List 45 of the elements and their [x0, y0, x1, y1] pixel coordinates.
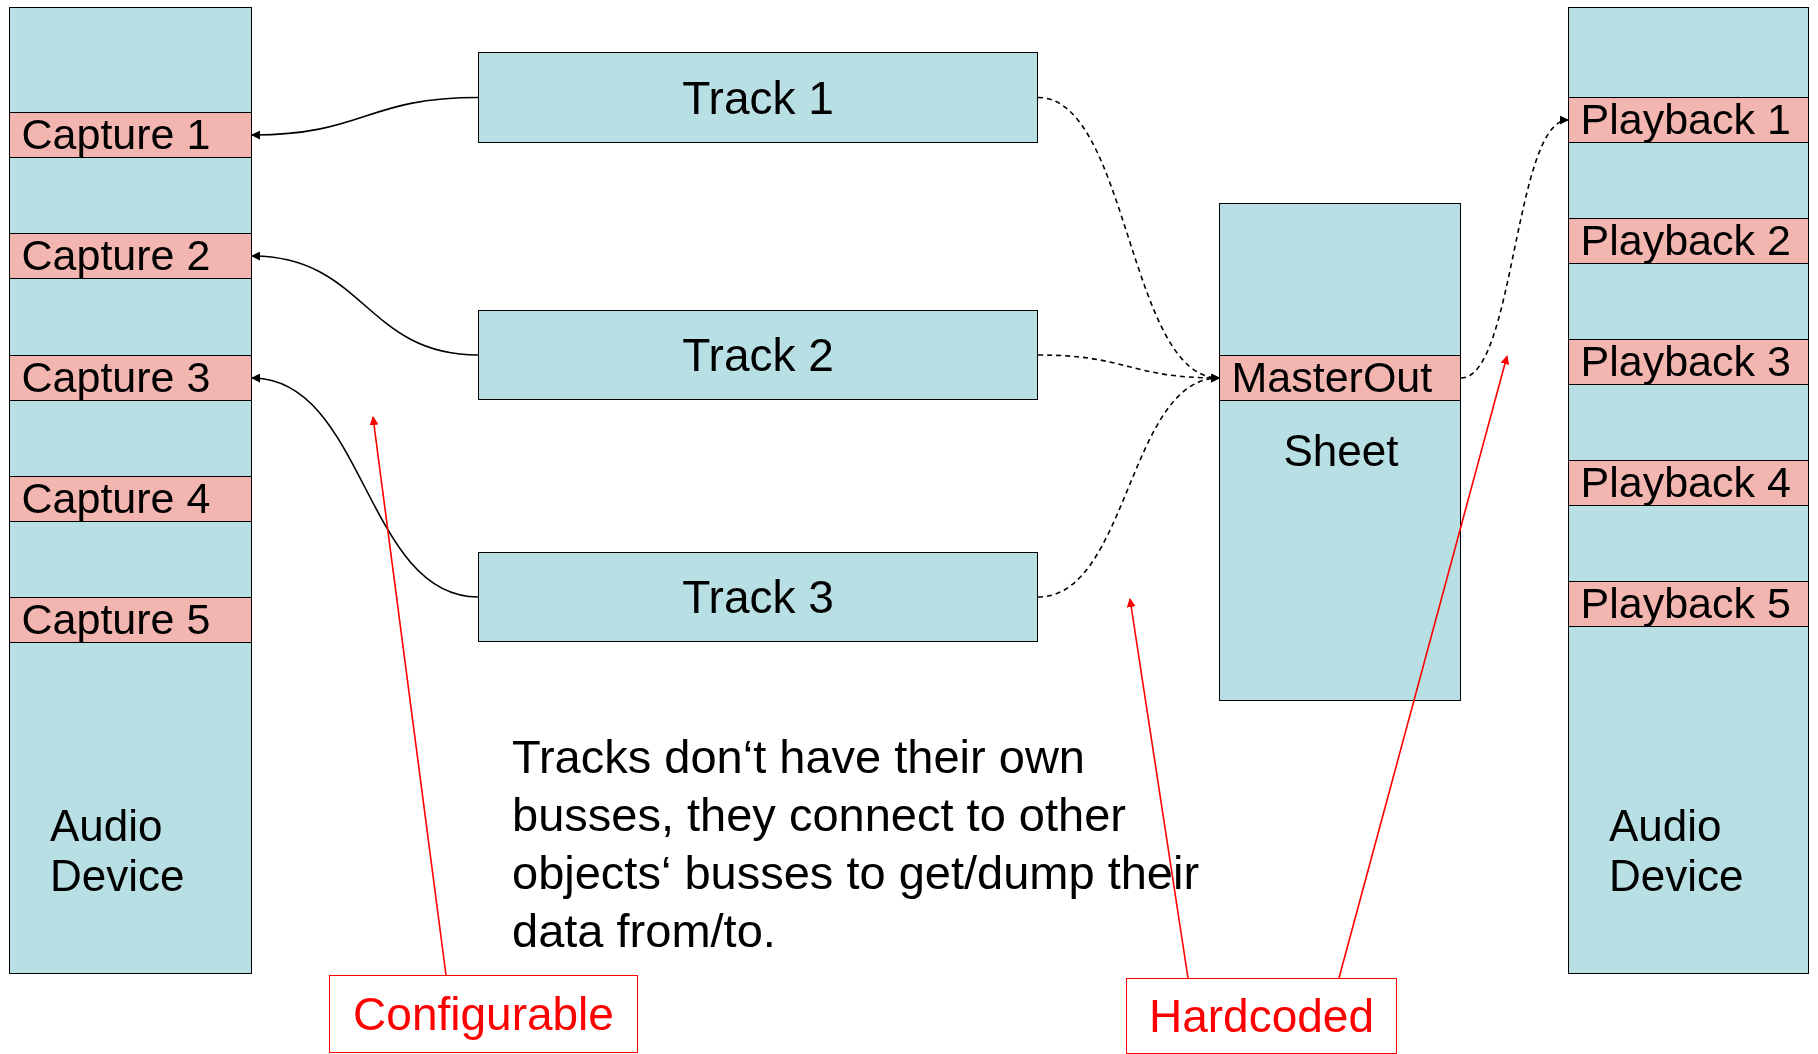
track-label: Track 3	[681, 571, 835, 623]
connector-arrow	[251, 252, 479, 356]
device-label: Audio Device	[50, 801, 186, 901]
port-row	[8, 354, 252, 401]
port-label: Playback 4	[1579, 458, 1792, 507]
track-box	[478, 52, 1038, 143]
annotation-label: Configurable	[352, 988, 615, 1040]
device-panel	[1568, 7, 1809, 974]
sheet-box	[1219, 203, 1461, 701]
port-row	[1567, 217, 1809, 264]
port-row	[1567, 338, 1809, 385]
port-row	[8, 596, 252, 643]
port-row	[8, 111, 252, 158]
device-panel	[9, 7, 252, 974]
port-row	[1218, 354, 1461, 401]
track-box	[478, 552, 1038, 642]
port-label: MasterOut	[1230, 353, 1434, 402]
connector-arrow	[251, 374, 479, 598]
track-label: Track 2	[681, 329, 835, 381]
port-label: Playback 2	[1579, 216, 1792, 265]
port-label: Capture 5	[20, 595, 212, 644]
port-label: Capture 3	[20, 353, 212, 402]
port-label: Playback 1	[1579, 95, 1792, 144]
track-box	[478, 310, 1038, 400]
sheet-label: Sheet	[1282, 426, 1400, 476]
port-row	[8, 232, 252, 279]
port-row	[1567, 96, 1809, 143]
port-label: Playback 3	[1579, 337, 1792, 386]
connector-arrow	[251, 96, 479, 140]
port-label: Capture 1	[20, 110, 212, 159]
leader-line	[369, 416, 447, 976]
leader-line	[1338, 355, 1510, 979]
port-label: Capture 2	[20, 231, 212, 280]
annotation-label: Hardcoded	[1147, 990, 1375, 1042]
port-label: Capture 4	[20, 474, 212, 523]
port-label: Playback 5	[1579, 579, 1792, 628]
connector-arrow	[1037, 375, 1220, 598]
port-row	[1567, 580, 1809, 627]
port-row	[8, 475, 252, 522]
device-label: Audio Device	[1609, 801, 1745, 901]
annotation-box	[1126, 978, 1397, 1054]
annotation-box	[329, 975, 638, 1053]
connector-arrow	[1460, 118, 1569, 379]
track-label: Track 1	[681, 71, 835, 124]
port-row	[1567, 459, 1809, 506]
